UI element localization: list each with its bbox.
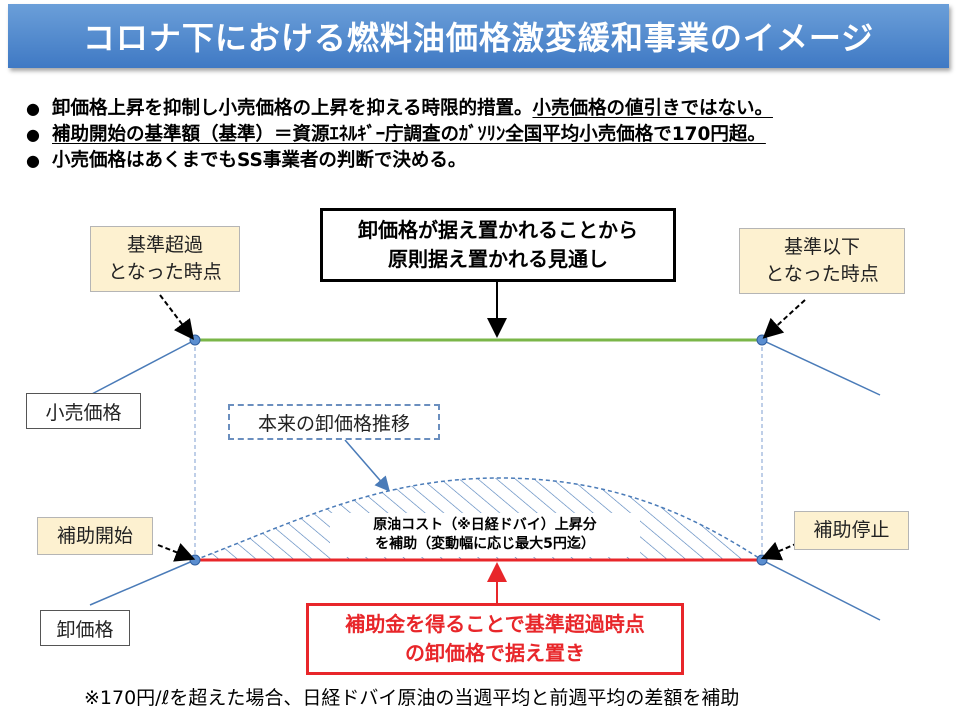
label-below-threshold: 基準以下 となった時点: [739, 228, 905, 294]
bullet-emphasis: 小売価格の値引きではない。: [532, 98, 773, 119]
point-wholesale-end: [756, 554, 768, 566]
bullet-text: 卸価格上昇を抑制し小売価格の上昇を抑える時限的措置。: [52, 98, 533, 119]
page-title: コロナ下における燃料油価格激変緩和事業のイメージ: [8, 4, 949, 68]
point-retail-end: [756, 334, 768, 346]
label-wholesale-price: 卸価格: [40, 610, 130, 646]
arrow-original-trend: [344, 439, 390, 492]
bullet-list: 卸価格上昇を抑制し小売価格の上昇を抑える時限的措置。小売価格の値引きではない。 …: [26, 96, 773, 174]
wholesale-price-fall-line: [761, 559, 881, 621]
bullet-text: 小売価格はあくまでもSS事業者の判断で決める。: [52, 150, 467, 171]
bullet-item: 卸価格上昇を抑制し小売価格の上昇を抑える時限的措置。小売価格の値引きではない。: [26, 96, 773, 122]
point-retail-start: [189, 334, 201, 346]
bottom-callout: 補助金を得ることで基準超過時点 の卸価格で据え置き: [306, 603, 684, 675]
shaded-area-label: 原油コスト（※日経ドバイ）上昇分 を補助（変動幅に応じ最大5円迄）: [330, 513, 640, 557]
retail-price-rise-line: [89, 339, 196, 396]
retail-price-fall-line: [761, 339, 881, 396]
point-wholesale-start: [189, 554, 201, 566]
bullet-item: 補助開始の基準額（基準）＝資源ｴﾈﾙｷﾞｰ庁調査のｶﾞｿﾘﾝ全国平均小売価格で1…: [26, 122, 773, 148]
top-callout: 卸価格が据え置かれることから 原則据え置かれる見通し: [320, 208, 676, 282]
arrow-above-threshold: [159, 294, 195, 340]
label-retail-price: 小売価格: [26, 393, 141, 429]
label-above-threshold: 基準超過 となった時点: [90, 226, 240, 292]
arrow-subsidy-stop: [760, 539, 806, 561]
bullet-text: 補助開始の基準額（基準）＝資源ｴﾈﾙｷﾞｰ庁調査のｶﾞｿﾘﾝ全国平均小売価格で1…: [52, 124, 766, 145]
label-subsidy-start: 補助開始: [37, 517, 153, 555]
label-original-trend: 本来の卸価格推移: [228, 404, 440, 440]
label-subsidy-stop: 補助停止: [794, 511, 909, 550]
wholesale-price-rise-line: [89, 559, 196, 606]
arrow-below-threshold: [762, 299, 806, 339]
original-trend-line: [194, 477, 763, 561]
footnote: ※170円/ℓを超えた場合、日経ドバイ原油の当週平均と前週平均の差額を補助: [84, 687, 740, 709]
bullet-item: 小売価格はあくまでもSS事業者の判断で決める。: [26, 148, 773, 174]
arrow-subsidy-start: [157, 543, 196, 562]
